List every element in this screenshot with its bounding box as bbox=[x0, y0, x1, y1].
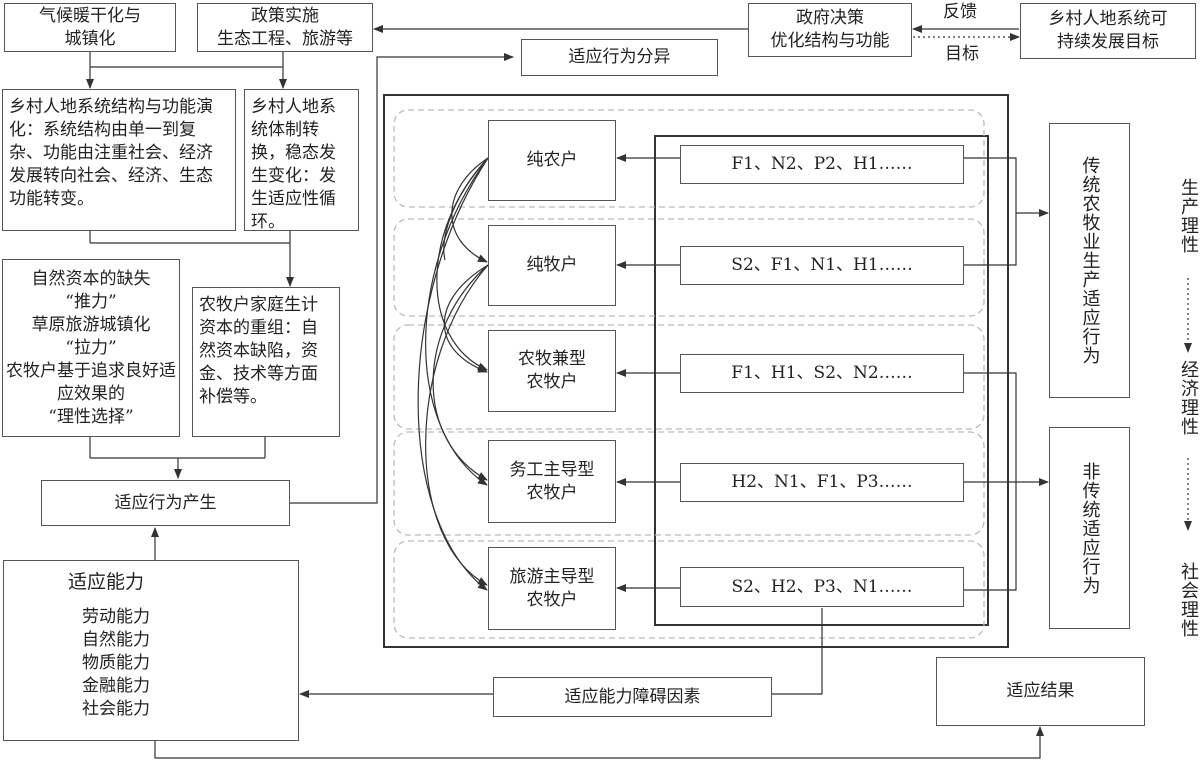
rationality-economic-label: 经济理性 bbox=[1178, 360, 1199, 436]
household-panel-frame bbox=[383, 94, 1009, 648]
household-type-pure-herding: 纯牧户 bbox=[488, 225, 616, 306]
capacity-barrier-box: 适应能力障碍因素 bbox=[493, 677, 772, 717]
system-structure-text: 乡村人地系统结构与功能演化：系统结构由单一到复杂、功能由注重社会、经济发展转向社… bbox=[9, 97, 213, 209]
behavior-divergence-box: 适应行为分异 bbox=[521, 39, 718, 76]
strategy-box-4: H2、N1、F1、P3…… bbox=[680, 463, 964, 502]
row-group-3 bbox=[393, 324, 985, 430]
traditional-behavior-text: 传统农牧业生产适应行为 bbox=[1079, 156, 1101, 365]
feedback-label: 反馈 bbox=[943, 2, 977, 22]
sustainable-goal-box: 乡村人地系统可 持续发展目标 bbox=[1020, 3, 1196, 59]
row-group-4 bbox=[393, 431, 985, 536]
government-decision-box: 政府决策 优化结构与功能 bbox=[748, 3, 912, 57]
household-type-mixed: 农牧兼型 农牧户 bbox=[488, 330, 616, 412]
target-label: 目标 bbox=[945, 44, 979, 64]
adaptation-result-box: 适应结果 bbox=[936, 657, 1145, 726]
adaptive-capacity-box: 适应能力 劳动能力 自然能力 物质能力 金融能力 社会能力 bbox=[3, 560, 299, 741]
row-group-5 bbox=[393, 540, 985, 639]
strategy-box-2: S2、F1、N1、H1…… bbox=[680, 246, 964, 285]
nontraditional-behavior-text: 非传统适应行为 bbox=[1079, 461, 1101, 595]
adaptive-capacity-title: 适应能力 bbox=[67, 571, 144, 593]
nontraditional-behavior-box: 非传统适应行为 bbox=[1049, 427, 1130, 629]
rationality-social-label: 社会理性 bbox=[1178, 562, 1199, 638]
system-regime-box: 乡村人地系统体制转换，稳态发生变化：发生适应性循环。 bbox=[244, 89, 359, 232]
strategy-box-3: F1、H1、S2、N2…… bbox=[680, 354, 964, 393]
policy-implementation-box: 政策实施 生态工程、旅游等 bbox=[197, 3, 373, 52]
strategy-box-5: S2、H2、P3、N1…… bbox=[680, 567, 964, 607]
livelihood-reorganization-text: 农牧户家庭生计资本的重组：自然资本缺陷，资金、技术等方面补偿等。 bbox=[199, 295, 318, 407]
row-group-2 bbox=[393, 218, 985, 317]
livelihood-reorganization-box: 农牧户家庭生计资本的重组：自然资本缺陷，资金、技术等方面补偿等。 bbox=[192, 287, 340, 437]
household-type-labor: 务工主导型 农牧户 bbox=[488, 440, 616, 523]
strategy-box-1: F1、N2、P2、H1…… bbox=[680, 145, 964, 184]
household-type-tourism: 旅游主导型 农牧户 bbox=[488, 547, 616, 630]
climate-urbanization-box: 气候暖干化与 城镇化 bbox=[4, 3, 176, 52]
adaptive-capacity-items: 劳动能力 自然能力 物质能力 金融能力 社会能力 bbox=[82, 607, 150, 719]
system-structure-box: 乡村人地系统结构与功能演化：系统结构由单一到复杂、功能由注重社会、经济发展转向社… bbox=[2, 89, 236, 231]
rationality-production-label: 生产理性 bbox=[1178, 178, 1199, 254]
system-regime-text: 乡村人地系统体制转换，稳态发生变化：发生适应性循环。 bbox=[251, 97, 336, 232]
push-pull-box: 自然资本的缺失 “推力” 草原旅游城镇化 “拉力” 农牧户基于追求良好适应效果的… bbox=[2, 259, 180, 437]
row-group-1 bbox=[393, 109, 985, 208]
behavior-generation-box: 适应行为产生 bbox=[41, 480, 290, 526]
household-type-pure-farming: 纯农户 bbox=[488, 120, 616, 201]
traditional-behavior-box: 传统农牧业生产适应行为 bbox=[1049, 123, 1130, 398]
